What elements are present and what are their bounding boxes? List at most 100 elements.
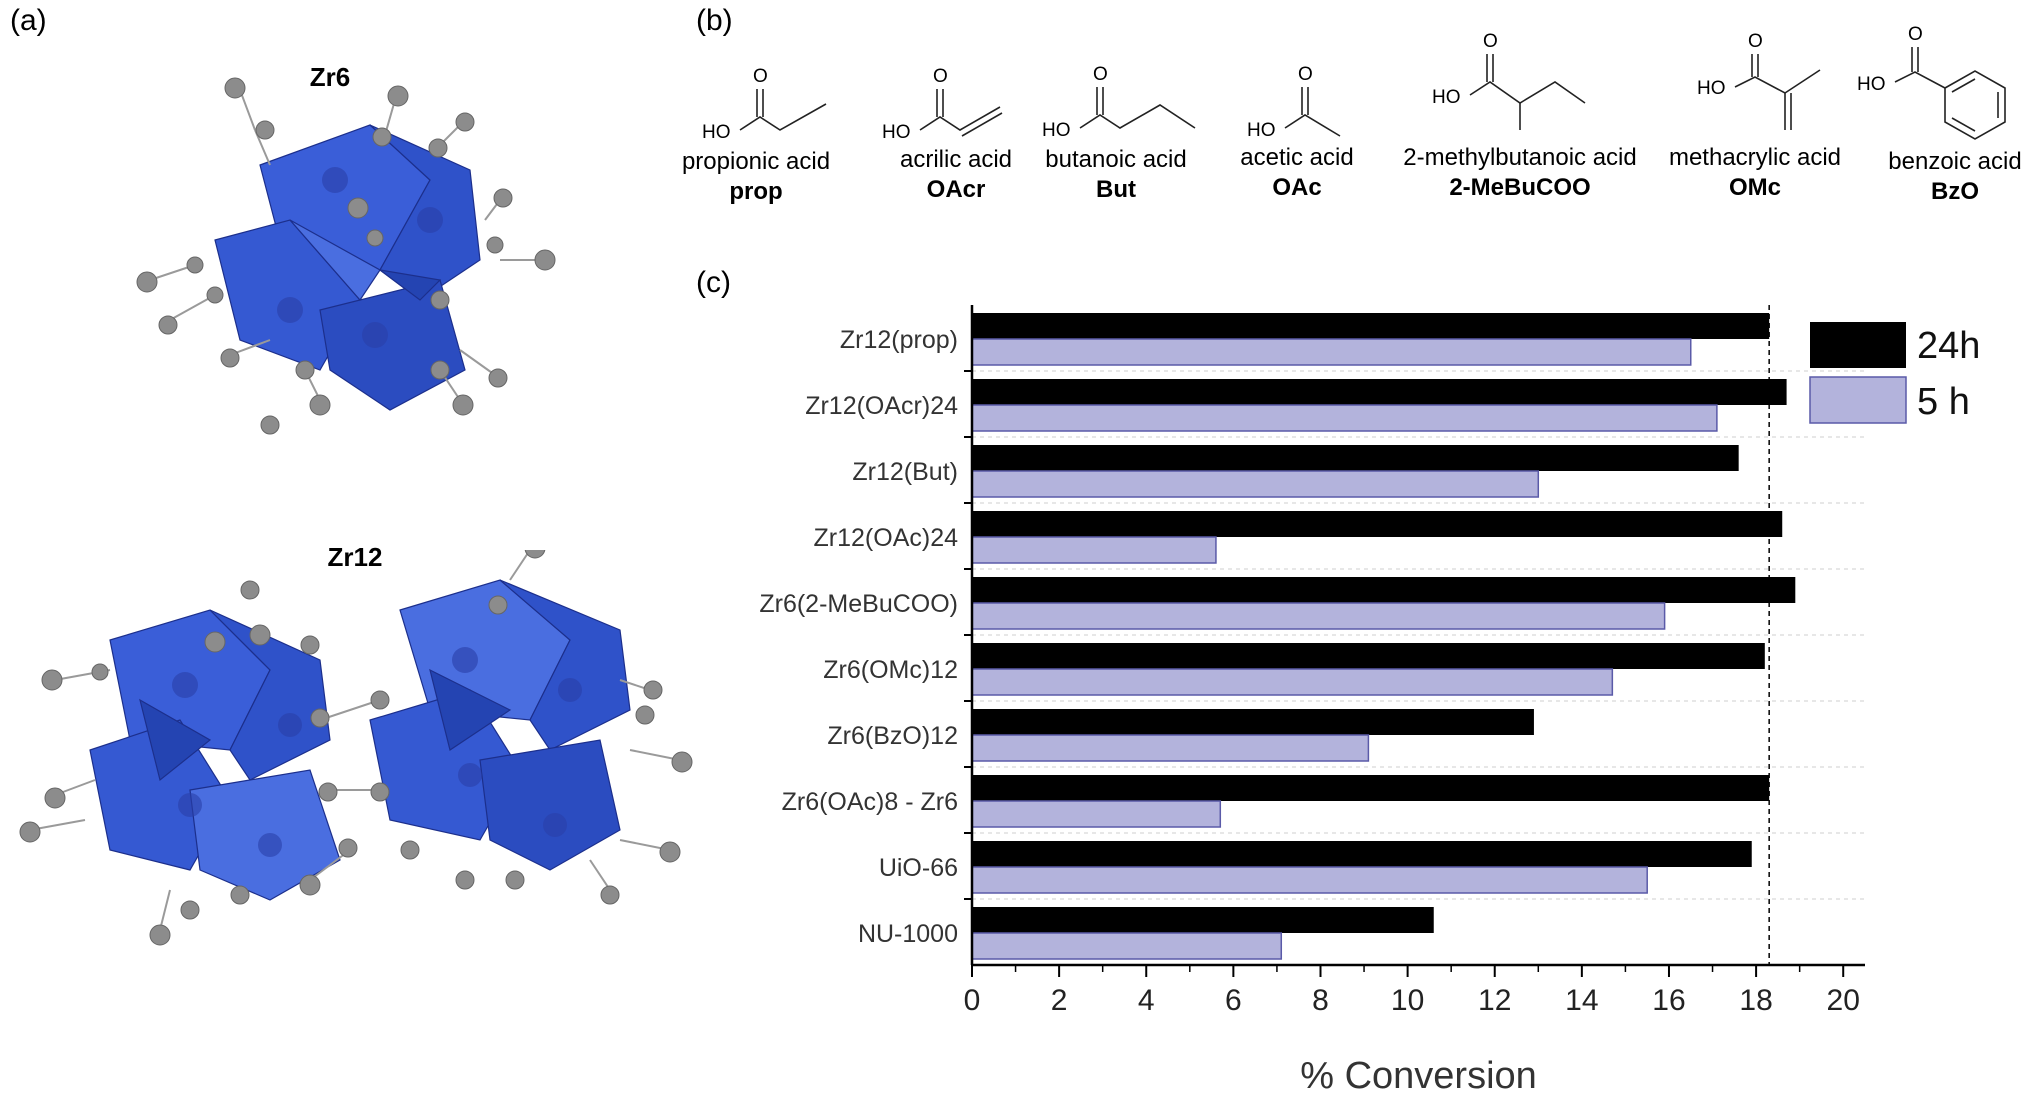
acid-methacrylic: methacrylic acid OMc <box>1645 143 1865 203</box>
bar-5h <box>971 536 1217 564</box>
x-tick-label: 6 <box>1225 984 1242 1017</box>
zr12-cluster-illustration <box>19 550 693 946</box>
x-tick-label: 8 <box>1312 984 1329 1017</box>
acid-butanoic: butanoic acid But <box>1006 145 1226 205</box>
legend-swatch-24h <box>1810 322 1906 368</box>
zr6-cluster-illustration <box>136 77 556 435</box>
acid-name: butanoic acid <box>1045 146 1187 173</box>
acid-benzoic: benzoic acid BzO <box>1845 147 2032 207</box>
zr6-polyhedra <box>214 124 481 411</box>
carbonyl-o-label: O <box>1908 24 1923 45</box>
acid-name: benzoic acid <box>1888 148 2022 175</box>
acid-abbr: OAc <box>1272 174 1322 201</box>
acrylic-acid-structure: O HO <box>882 66 1003 143</box>
bar-5h <box>971 734 1370 762</box>
x-tick-label: 10 <box>1391 984 1424 1017</box>
carbonyl-o-label: O <box>753 66 768 87</box>
zr6-zr-atoms <box>277 167 443 348</box>
legend-swatch-5h <box>1809 376 1907 424</box>
category-label: Zr6(2-MeBuCOO) <box>759 590 958 618</box>
hydroxyl-label: HO <box>882 122 911 143</box>
category-label: NU-1000 <box>858 920 958 948</box>
x-tick-label: 16 <box>1652 984 1685 1017</box>
cluster-title-zr12: Zr12 <box>327 542 383 572</box>
acid-abbr: BzO <box>1931 178 1979 205</box>
bar-24h <box>972 709 1534 735</box>
x-tick-label: 0 <box>964 984 981 1017</box>
acid-acetic: acetic acid OAc <box>1187 143 1407 203</box>
bar-24h <box>972 379 1787 405</box>
cluster-title-zr6: Zr6 <box>309 62 351 92</box>
carbonyl-o-label: O <box>1748 31 1763 52</box>
hydroxyl-label: HO <box>1042 120 1071 141</box>
hydroxyl-label: HO <box>1247 120 1276 141</box>
category-label: Zr6(OAc)8 - Zr6 <box>782 788 958 816</box>
methacrylic-acid-structure: O HO <box>1697 31 1821 130</box>
bar-5h <box>971 404 1718 432</box>
legend-label-5h: 5 h <box>1917 381 1970 423</box>
zr12-ligand-bonds <box>29 550 681 931</box>
bar-5h <box>971 602 1666 630</box>
zr12-right-polyhedra <box>369 579 631 871</box>
acid-abbr: prop <box>729 178 783 205</box>
acid-propionic: propionic acid prop <box>646 147 866 207</box>
bar-24h <box>972 313 1770 339</box>
bar-5h <box>971 470 1540 498</box>
bar-5h <box>971 338 1692 366</box>
acid-acrilic: acrilic acid OAcr <box>846 145 1066 205</box>
methylbutanoic-acid-structure: O HO <box>1432 31 1586 130</box>
category-label: Zr12(OAcr)24 <box>805 392 958 420</box>
acid-2-methylbutanoic: 2-methylbutanoic acid 2-MeBuCOO <box>1370 143 1670 203</box>
panel-label-b: (b) <box>696 4 733 37</box>
hydroxyl-label: HO <box>1697 78 1726 99</box>
carbonyl-o-label: O <box>1298 64 1313 85</box>
x-tick-label: 18 <box>1739 984 1772 1017</box>
bar-5h <box>971 866 1648 894</box>
category-label: Zr6(OMc)12 <box>823 656 958 684</box>
x-tick-label: 20 <box>1827 984 1860 1017</box>
panel-label-a: (a) <box>10 4 47 37</box>
zr12-ligand-atoms <box>19 550 693 946</box>
acid-abbr: OAcr <box>926 176 986 203</box>
category-label: UiO-66 <box>879 854 958 882</box>
bar-24h <box>972 841 1752 867</box>
acid-abbr: But <box>1096 176 1136 203</box>
x-tick-label: 12 <box>1478 984 1511 1017</box>
bar-5h <box>971 800 1222 828</box>
bar-5h <box>971 932 1283 960</box>
category-label: Zr12(prop) <box>840 326 958 354</box>
x-tick-label: 2 <box>1051 984 1068 1017</box>
x-axis-title: % Conversion <box>1300 1055 1537 1094</box>
zr12-zr-atoms <box>172 647 582 857</box>
hydroxyl-label: HO <box>702 122 731 143</box>
benzoic-acid-structure: O HO <box>1857 24 2006 140</box>
carbonyl-o-label: O <box>1093 64 1108 85</box>
acid-name: 2-methylbutanoic acid <box>1403 144 1637 171</box>
carbonyl-o-label: O <box>933 66 948 87</box>
bar-24h <box>972 775 1770 801</box>
carbonyl-o-label: O <box>1483 31 1498 52</box>
bar-24h <box>972 907 1434 933</box>
butanoic-acid-structure: O HO <box>1042 64 1196 141</box>
bar-24h <box>972 511 1783 537</box>
bar-24h <box>972 643 1765 669</box>
hydroxyl-label: HO <box>1857 74 1886 95</box>
acid-name: acrilic acid <box>899 146 1013 173</box>
bar-24h <box>972 577 1796 603</box>
zr6-ligand-atoms <box>136 77 556 435</box>
panel-label-c: (c) <box>696 266 731 299</box>
acid-name: methacrylic acid <box>1668 144 1842 171</box>
acid-name: propionic acid <box>681 148 831 175</box>
x-tick-label: 14 <box>1565 984 1598 1017</box>
x-tick-label: 4 <box>1138 984 1155 1017</box>
category-label: Zr6(BzO)12 <box>827 722 958 750</box>
acid-name: acetic acid <box>1240 144 1354 171</box>
category-label: Zr12(OAc)24 <box>814 524 959 552</box>
propionic-acid-structure: O HO <box>702 66 827 143</box>
bar-5h <box>971 668 1614 696</box>
legend-label-24h: 24h <box>1917 325 1980 367</box>
acetic-acid-structure: O HO <box>1247 64 1341 141</box>
acid-abbr: OMc <box>1728 174 1781 201</box>
hydroxyl-label: HO <box>1432 87 1461 108</box>
